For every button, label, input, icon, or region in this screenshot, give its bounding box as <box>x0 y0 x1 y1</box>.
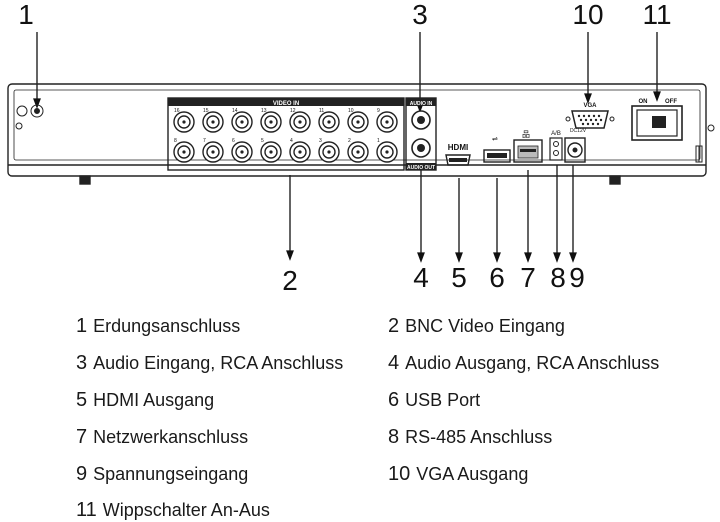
svg-text:ON: ON <box>639 99 648 105</box>
usb-port: ⇌ <box>483 136 511 163</box>
bnc-channel-number: 10 <box>348 108 354 114</box>
side-details <box>695 124 715 163</box>
callout-6: 6 <box>489 262 505 293</box>
callout-4: 4 <box>413 262 429 293</box>
bnc-connector: 6 <box>231 138 253 163</box>
callout-11: 11 <box>642 0 671 30</box>
bnc-channel-number: 14 <box>232 108 238 114</box>
callout-7: 7 <box>520 262 536 293</box>
ground-screw <box>15 104 44 130</box>
svg-text:OFF: OFF <box>665 99 677 105</box>
callout-5: 5 <box>451 262 467 293</box>
bnc-connector: 10 <box>347 108 369 133</box>
svg-text:品: 品 <box>522 130 530 139</box>
dvr-chassis <box>7 83 707 185</box>
svg-text:AUDIO IN: AUDIO IN <box>410 101 433 107</box>
bnc-video-block: VIDEO IN 16 15 14 13 12 11 10 9 8 7 6 5 4 3 2 1 <box>167 97 405 171</box>
bnc-connector: 12 <box>289 108 311 133</box>
bnc-channel-number: 6 <box>232 138 235 144</box>
svg-text:VIDEO IN: VIDEO IN <box>273 101 299 107</box>
callout-1: 1 <box>18 0 34 30</box>
bnc-connector: 9 <box>376 108 398 133</box>
leader-lines <box>33 32 661 263</box>
svg-text:VGA: VGA <box>583 103 597 109</box>
bnc-connector: 2 <box>347 138 369 163</box>
bnc-connector: 8 <box>173 138 195 163</box>
bnc-channel-number: 8 <box>174 138 177 144</box>
svg-text:HDMI: HDMI <box>448 143 468 152</box>
bnc-channel-number: 3 <box>319 138 322 144</box>
bnc-connector: 15 <box>202 108 224 133</box>
bnc-channel-number: 13 <box>261 108 267 114</box>
bnc-channel-number: 7 <box>203 138 206 144</box>
bnc-channel-number: 1 <box>377 138 380 144</box>
bnc-channel-number: 4 <box>290 138 293 144</box>
callout-3: 3 <box>412 0 428 30</box>
bnc-channel-number: 15 <box>203 108 209 114</box>
rs485-terminal: A/B <box>549 131 563 161</box>
bnc-channel-number: 16 <box>174 108 180 114</box>
bnc-connector: 3 <box>318 138 340 163</box>
svg-text:A/B: A/B <box>551 131 561 137</box>
bnc-channel-number: 5 <box>261 138 264 144</box>
bnc-connector: 5 <box>260 138 282 163</box>
bnc-connector: 14 <box>231 108 253 133</box>
bnc-channel-number: 12 <box>290 108 296 114</box>
callout-9: 9 <box>569 262 585 293</box>
svg-text:DC12V: DC12V <box>570 128 587 134</box>
svg-text:AUDIO OUT: AUDIO OUT <box>407 165 435 171</box>
bnc-channel-number: 11 <box>319 108 324 114</box>
bnc-connector: 16 <box>173 108 195 133</box>
bnc-connector: 13 <box>260 108 282 133</box>
bnc-connector: 7 <box>202 138 224 163</box>
bnc-channel-number: 2 <box>348 138 351 144</box>
hdmi-port: HDMI <box>445 143 471 166</box>
bnc-connector: 11 <box>318 108 340 133</box>
bnc-connector: 1 <box>376 138 398 163</box>
callout-2: 2 <box>282 265 298 296</box>
rocker-switch: ON OFF <box>631 99 683 141</box>
callout-10: 10 <box>572 0 603 30</box>
ethernet-port: 品 <box>513 130 543 163</box>
vga-port: VGA <box>565 103 615 129</box>
bnc-channel-number: 9 <box>377 108 380 114</box>
bnc-connector: 4 <box>289 138 311 163</box>
power-input: DC12V <box>564 128 587 163</box>
callout-8: 8 <box>550 262 566 293</box>
audio-block: AUDIO IN AUDIO OUT <box>405 97 437 171</box>
rear-panel-diagram: 1 2 3 4 5 6 7 8 9 10 11 VIDEO <box>7 0 715 296</box>
svg-text:⇌: ⇌ <box>492 136 498 143</box>
